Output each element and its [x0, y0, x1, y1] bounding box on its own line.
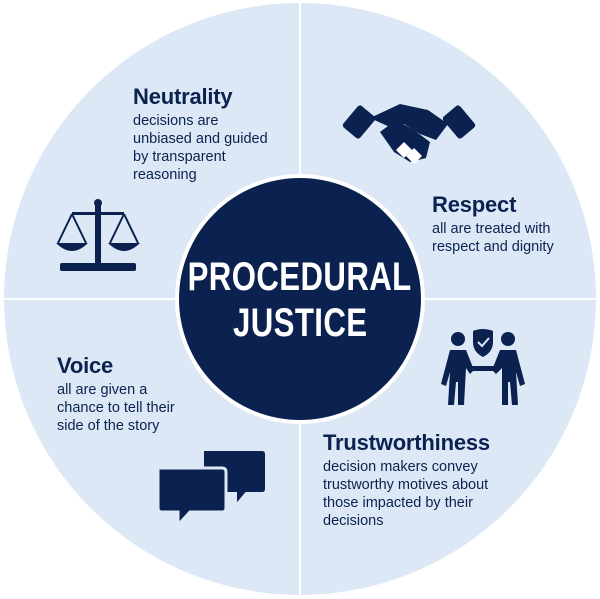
center-title-line2: JUSTICE: [232, 301, 368, 345]
speech-bubbles-icon: [156, 449, 267, 529]
voice-description: all are given a chance to tell their sid…: [57, 381, 175, 435]
neutrality-line-2: unbiased and guided: [133, 131, 268, 147]
trustworthiness-heading: Trustworthiness: [323, 430, 490, 455]
respect-block: Respect all are treated with respect and…: [432, 192, 554, 256]
respect-line-2: respect and dignity: [432, 239, 554, 255]
trustworthiness-line-4: decisions: [323, 513, 384, 529]
respect-description: all are treated with respect and dignity: [432, 220, 554, 256]
scales-icon: [56, 199, 140, 271]
handshake-icon: [342, 104, 476, 164]
respect-heading: Respect: [432, 192, 517, 217]
trustworthiness-block: Trustworthiness decision makers convey t…: [323, 430, 490, 530]
trustworthiness-description: decision makers convey trustworthy motiv…: [323, 458, 490, 530]
trustworthiness-line-2: trustworthy motives about: [323, 477, 489, 493]
center-title: PROCEDURAL JUSTICE: [178, 178, 422, 422]
trustworthiness-line-3: those impacted by their: [323, 495, 473, 511]
voice-heading: Voice: [57, 353, 114, 378]
respect-line-1: all are treated with: [432, 221, 551, 237]
neutrality-heading: Neutrality: [133, 84, 233, 109]
center-circle: [175, 174, 425, 424]
neutrality-line-1: decisions are: [133, 113, 219, 129]
neutrality-description: decisions are unbiased and guided by tra…: [133, 112, 268, 184]
center-title-line1: PROCEDURAL: [187, 255, 413, 299]
voice-line-1: all are given a: [57, 382, 148, 398]
voice-line-3: side of the story: [57, 418, 160, 434]
voice-block: Voice all are given a chance to tell the…: [57, 353, 175, 435]
people-shield-icon: [441, 329, 525, 405]
neutrality-line-4: reasoning: [133, 167, 197, 183]
voice-line-2: chance to tell their: [57, 400, 175, 416]
neutrality-block: Neutrality decisions are unbiased and gu…: [133, 84, 268, 184]
trustworthiness-line-1: decision makers convey: [323, 459, 478, 475]
neutrality-line-3: by transparent: [133, 149, 226, 165]
